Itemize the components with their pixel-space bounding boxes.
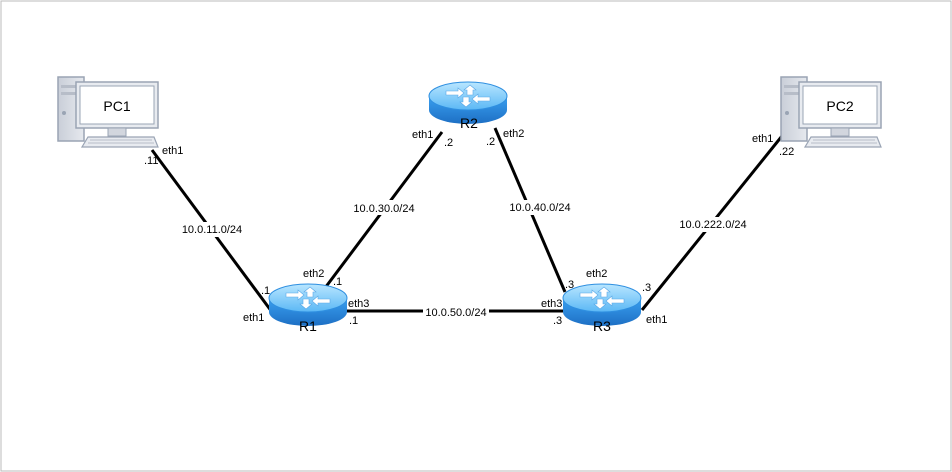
interface-name-label: eth1 xyxy=(162,145,183,157)
interface-ip-label: .3 xyxy=(642,282,651,294)
network-address-label: 10.0.30.0/24 xyxy=(353,203,414,215)
interface-ip-label: .1 xyxy=(261,285,270,297)
network-address-label: 10.0.50.0/24 xyxy=(425,307,486,319)
pc2-device[interactable]: PC2 xyxy=(780,76,882,148)
device-label: R1 xyxy=(299,318,317,334)
network-label-r3-pc2: 10.0.222.0/24 xyxy=(678,217,750,232)
interface-ip-label: .1 xyxy=(349,315,358,327)
interface-name-label: eth2 xyxy=(586,268,607,280)
interface-name-label: eth2 xyxy=(303,268,324,280)
network-address-label: 10.0.222.0/24 xyxy=(679,219,746,231)
device-label: PC2 xyxy=(826,98,853,114)
interface-ip-label: .22 xyxy=(779,146,794,158)
interface-ip-label: .11 xyxy=(144,155,158,167)
network-address-label: 10.0.40.0/24 xyxy=(509,202,570,214)
network-address-label: 10.0.11.0/24 xyxy=(182,224,242,236)
interface-name-label: eth1 xyxy=(646,314,667,326)
interface-name-label: eth1 xyxy=(243,312,264,324)
r1-router[interactable]: R1 xyxy=(268,283,348,334)
interface-name-label: eth1 xyxy=(412,129,433,141)
interface-ip-label: .3 xyxy=(565,279,574,291)
device-label: PC1 xyxy=(103,98,130,114)
interface-ip-label: .2 xyxy=(444,137,453,149)
interface-name-label: eth2 xyxy=(503,128,524,140)
device-label: R3 xyxy=(593,318,611,334)
r2-router[interactable]: R2 xyxy=(428,81,508,131)
interface-name-label: eth3 xyxy=(348,298,369,310)
interface-ip-label: .3 xyxy=(553,315,562,327)
network-label-r1-r3: 10.0.50.0/24 xyxy=(423,305,489,320)
network-label-r1-r2: 10.0.30.0/24 xyxy=(352,200,418,215)
pc1-device[interactable]: PC1 xyxy=(57,76,159,148)
interface-name-label: eth3 xyxy=(541,298,562,310)
interface-ip-label: .1 xyxy=(333,276,342,288)
network-label-pc1-r1: 10.0.11.0/24 xyxy=(178,222,246,237)
device-label: R2 xyxy=(460,115,478,131)
network-label-r2-r3: 10.0.40.0/24 xyxy=(507,200,573,215)
r3-router[interactable]: R3 xyxy=(562,283,642,334)
interface-name-label: eth1 xyxy=(752,133,773,145)
interface-ip-label: .2 xyxy=(486,136,495,148)
